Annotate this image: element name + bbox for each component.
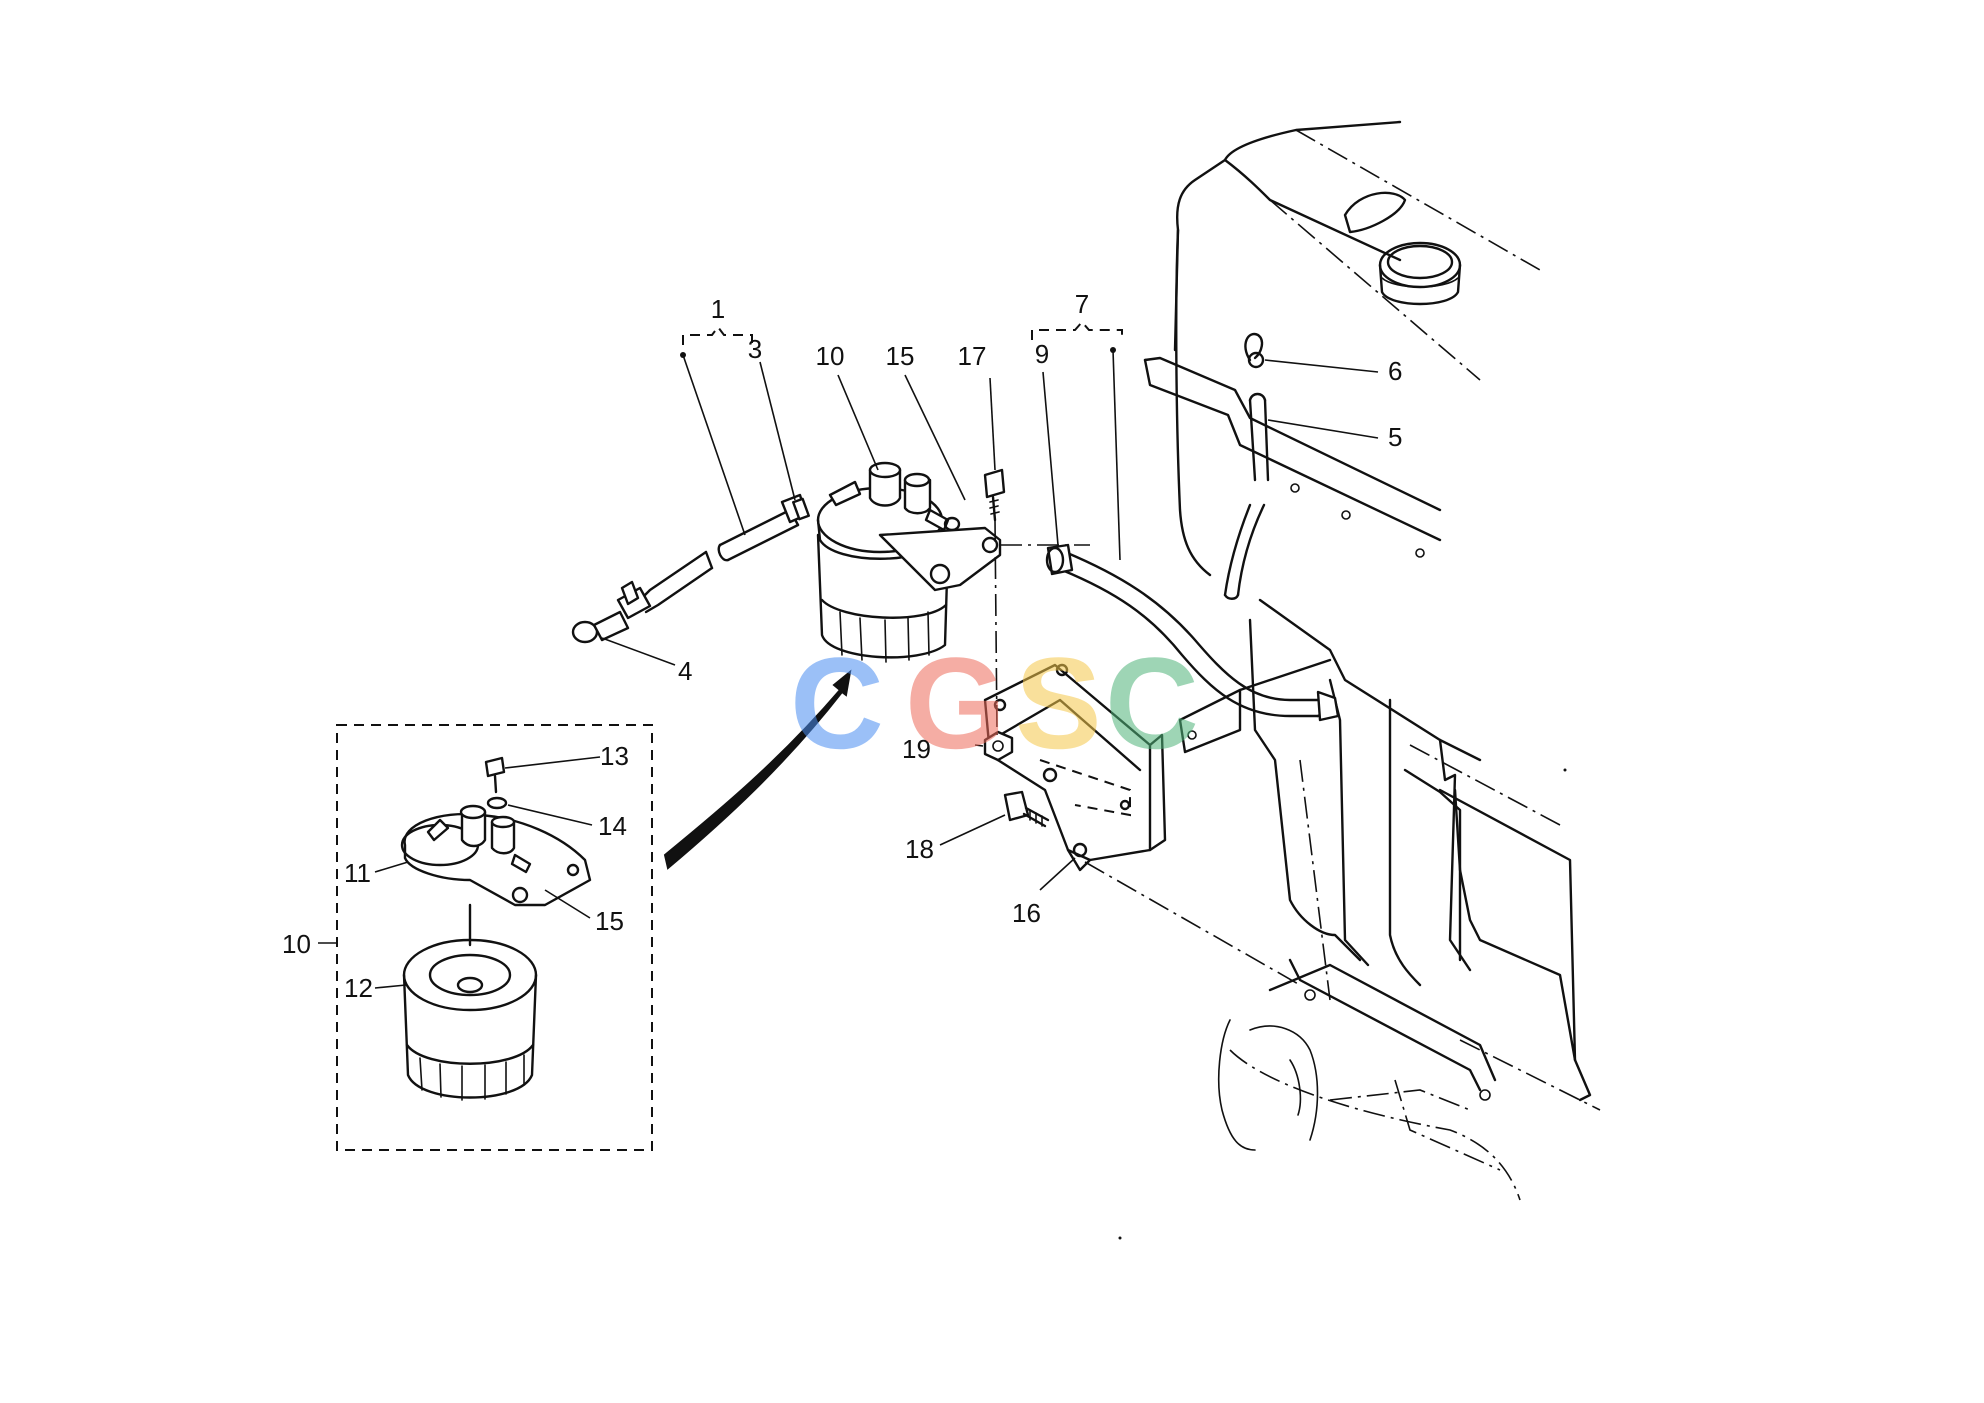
tractor-fuel-tank: [1143, 120, 1541, 577]
callout-10-inset: 10: [282, 929, 311, 959]
callout-15-inset: 15: [595, 906, 624, 936]
bolt-17: [983, 468, 1006, 522]
mounting-bracket-16: [983, 663, 1167, 872]
callout-16: 16: [1012, 898, 1041, 928]
banjo-fitting-4: [571, 580, 652, 644]
hose-clip-6: [1244, 332, 1265, 369]
callout-11: 11: [344, 858, 371, 888]
callout-12: 12: [344, 973, 373, 1003]
watermark-letter-c2: C: [1105, 630, 1199, 776]
callout-4: 4: [678, 656, 692, 686]
callout-3: 3: [748, 334, 762, 364]
return-hose-5: [1223, 392, 1270, 600]
callout-14: 14: [598, 811, 627, 841]
callout-6: 6: [1388, 356, 1402, 386]
cgsc-watermark: C G S C: [790, 630, 1199, 776]
fuel-filter-assembly: [816, 461, 1002, 663]
callout-1: 1: [711, 294, 725, 324]
callout-9: 9: [1035, 339, 1049, 369]
inset-bleed-screw-13: [484, 756, 506, 794]
inset-pointer-arrow: [663, 669, 852, 870]
callout-5: 5: [1388, 422, 1402, 452]
callout-17: 17: [958, 341, 987, 371]
leader-lines: [318, 320, 1379, 989]
bolt-18: [1003, 790, 1050, 828]
callout-18: 18: [905, 834, 934, 864]
watermark-letter-g: G: [905, 630, 1006, 776]
callout-labels: 1 3 10 15 17 7 9 6 5 4 19 18 16 13 14 11…: [282, 289, 1402, 1003]
callout-13: 13: [600, 741, 629, 771]
callout-19: 19: [902, 734, 931, 764]
fuel-hose-1: [638, 508, 800, 614]
inset-filter-element-12: [402, 903, 538, 1101]
watermark-letter-c1: C: [790, 630, 884, 776]
inset-washer-14: [486, 796, 508, 810]
inset-filter-head-11: [400, 804, 592, 907]
fuel-hose-7: [1060, 550, 1340, 722]
watermark-letter-s: S: [1015, 630, 1102, 776]
callout-10-top: 10: [816, 341, 845, 371]
callout-15-top: 15: [886, 341, 915, 371]
tractor-frame: [1178, 598, 1601, 1201]
hose-clamp-9: [1045, 543, 1074, 576]
nut-19: [983, 730, 1014, 762]
inset-exploded-view-box: [336, 724, 653, 1151]
callout-7: 7: [1075, 289, 1089, 319]
